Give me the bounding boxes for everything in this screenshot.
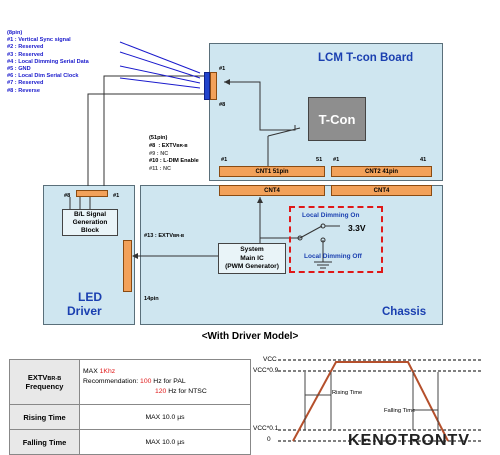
cnt2-left-pin: #1	[333, 157, 340, 163]
waveform-diagram	[278, 359, 483, 442]
freq-label-cell: EXTVBR-B Frequency	[9, 359, 80, 405]
pin51-title: (51pin)	[149, 135, 168, 141]
tcon-chip: T-Con	[308, 97, 366, 141]
rise-value-cell: MAX 10.0 µs	[79, 404, 251, 430]
bl-signal-block: B/L Signal Generation Block	[62, 209, 118, 236]
pin8-line: #4 : Local Dimming Serial Data	[7, 58, 89, 65]
cnt4-connector-right: CNT4	[331, 185, 432, 196]
pin8-line: #6 : Local Dim Serial Clock	[7, 73, 79, 80]
led-driver-board	[43, 185, 135, 325]
fall-value-cell: MAX 10.0 µs	[79, 429, 251, 455]
led-title-2: Driver	[67, 304, 102, 318]
wave-vcc: VCC	[263, 356, 277, 363]
pin51-line-11: #11 : NC	[149, 166, 172, 172]
wiring-diagram	[69, 41, 340, 269]
local-dimming-off: Local Dimming Off	[304, 253, 362, 260]
pin51-line-9: #9 : NC	[149, 151, 169, 157]
lcm-8pin-connector-side	[210, 72, 217, 100]
cnt1-connector: CNT1 51pin	[219, 166, 325, 177]
lcm-pin1: #1	[219, 66, 226, 72]
led-14pin-label: 14pin	[144, 296, 159, 302]
led-pin8: #8	[64, 193, 71, 199]
pin8-line: #1 : Vertical Sync signal	[7, 37, 71, 44]
cnt1-left-pin: #1	[221, 157, 228, 163]
pin8-title: (8pin)	[7, 30, 23, 36]
pin8-line: #2 : Reserved	[7, 44, 44, 51]
pin51-line-8: #8 : EXTVBR-B	[149, 143, 188, 149]
freq-value-cell: MAX 1Khz Recommendation: 100 Hz for PAL …	[79, 359, 251, 405]
lcm-title: LCM T-con Board	[318, 52, 414, 64]
pin8-line: #7 : Reserved	[7, 80, 44, 87]
local-dimming-on: Local Dimming On	[302, 212, 360, 219]
pin8-line: #8 : Reverse	[7, 87, 40, 94]
wave-vcc01: VCC*0.1	[253, 425, 279, 432]
lcm-pin8: #8	[219, 102, 226, 108]
fall-label-cell: Falling Time	[9, 429, 80, 455]
cnt2-connector: CNT2 41pin	[331, 166, 432, 177]
spec-table: EXTVBR-B Frequency MAX 1Khz Recommendati…	[9, 359, 251, 455]
wave-vcc09: VCC*0.9	[253, 367, 279, 374]
figure-caption: <With Driver Model>	[201, 331, 299, 342]
system-main-ic: System Main IC (PWM Generator)	[218, 243, 286, 274]
wave-zero: 0	[267, 436, 271, 443]
led-8pin-connector	[76, 190, 108, 197]
cnt4-connector-left: CNT4	[219, 185, 325, 196]
pin8-list: (8pin) #1 : Vertical Sync signal #2 : Re…	[7, 30, 89, 95]
wave-rise-label: Rising Time	[332, 390, 363, 396]
wave-fall-label: Falling Time	[384, 408, 416, 414]
pin8-line: #5 : GND	[7, 66, 31, 73]
pin13-label: #13 : EXTVBR-B	[144, 233, 185, 239]
watermark: KENOTRONTV	[348, 432, 470, 449]
led-14pin-connector	[123, 240, 132, 292]
chassis-board	[140, 185, 443, 325]
led-pin1: #1	[113, 193, 120, 199]
local-dimming-box	[289, 206, 383, 273]
rise-label-cell: Rising Time	[9, 404, 80, 430]
cnt1-right-pin: 51	[316, 157, 323, 163]
pin8-line: #3 : Reserved	[7, 51, 44, 58]
cnt2-right-pin: 41	[420, 157, 427, 163]
led-title-1: LED	[78, 290, 102, 304]
chassis-title: Chassis	[382, 306, 427, 318]
lcm-8pin-connector	[204, 72, 210, 100]
voltage-label: 3.3V	[348, 223, 366, 233]
pin51-line-10: #10 : L-DIM Enable	[149, 158, 199, 164]
